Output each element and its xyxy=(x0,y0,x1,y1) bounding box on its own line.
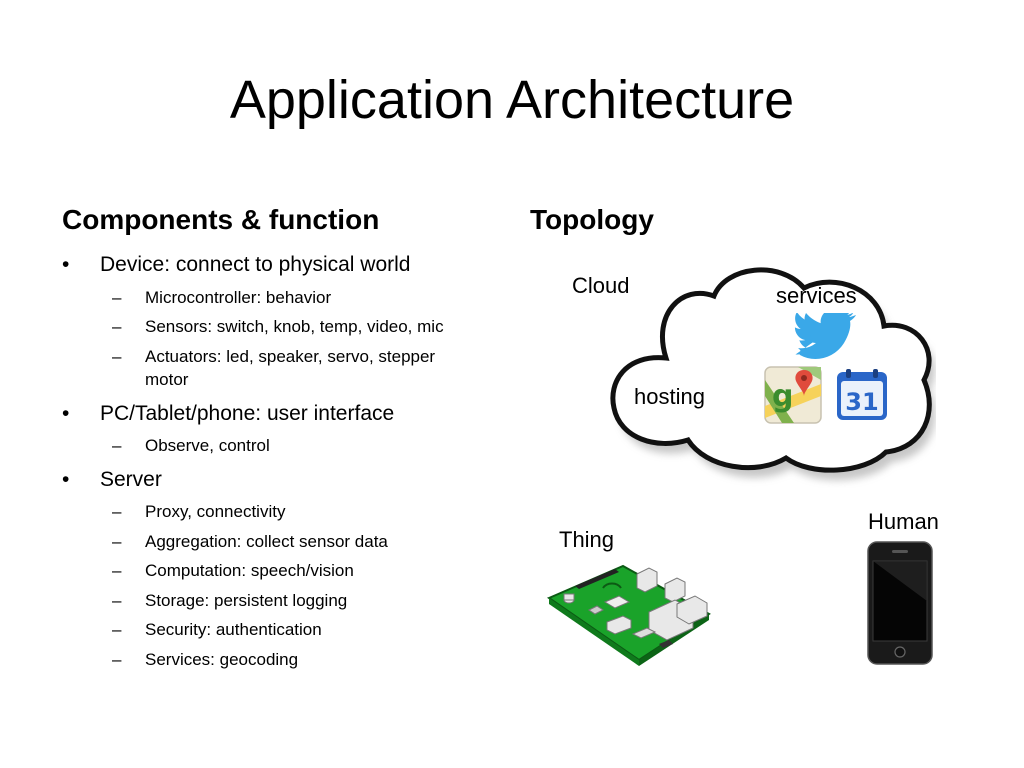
smartphone-icon xyxy=(867,541,933,665)
human-label: Human xyxy=(868,509,939,534)
circuit-board-icon xyxy=(546,564,711,666)
thing-label: Thing xyxy=(559,527,615,552)
twitter-bird-icon xyxy=(794,313,856,359)
calendar-icon: 31 xyxy=(837,369,887,420)
cloud-label: Cloud xyxy=(572,273,630,298)
slide-title: Application Architecture xyxy=(229,70,795,130)
hosting-label: hosting xyxy=(634,384,705,409)
components-heading: Components & function xyxy=(62,204,380,235)
topology-heading: Topology xyxy=(530,204,654,235)
svg-text:31: 31 xyxy=(845,388,878,416)
services-label: services xyxy=(776,283,857,308)
google-maps-icon: g xyxy=(764,366,822,424)
svg-text:g: g xyxy=(772,379,793,414)
